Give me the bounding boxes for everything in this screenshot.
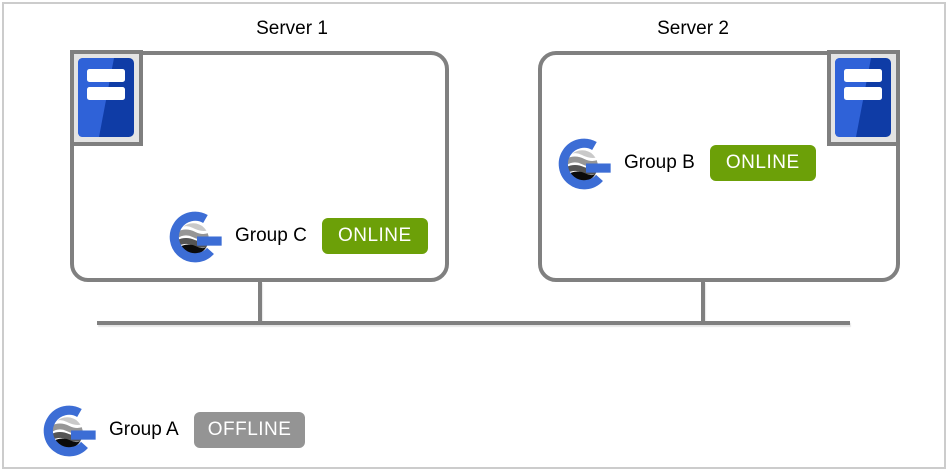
server1-title: Server 1 [256,18,328,39]
group-node-c: Group C ONLINE [168,207,428,265]
group-name-label: Group B [624,152,695,173]
connector-line-server1 [258,281,262,322]
status-badge-online: ONLINE [321,218,428,254]
group-node-a: Group A OFFLINE [42,401,306,459]
server-tower-icon [827,50,900,146]
group-name-label: Group A [109,419,179,440]
status-badge-offline: OFFLINE [193,412,306,448]
server-tower-icon [70,50,143,146]
g-globe-logo-icon [168,207,226,265]
group-node-b: Group B ONLINE [557,134,816,192]
g-globe-logo-icon [557,134,615,192]
g-globe-logo-icon [42,401,100,459]
status-badge-online: ONLINE [709,145,816,181]
server2-title: Server 2 [657,18,729,39]
connector-line-server2 [701,281,705,322]
group-name-label: Group C [235,225,307,246]
network-bus-line [97,321,850,325]
